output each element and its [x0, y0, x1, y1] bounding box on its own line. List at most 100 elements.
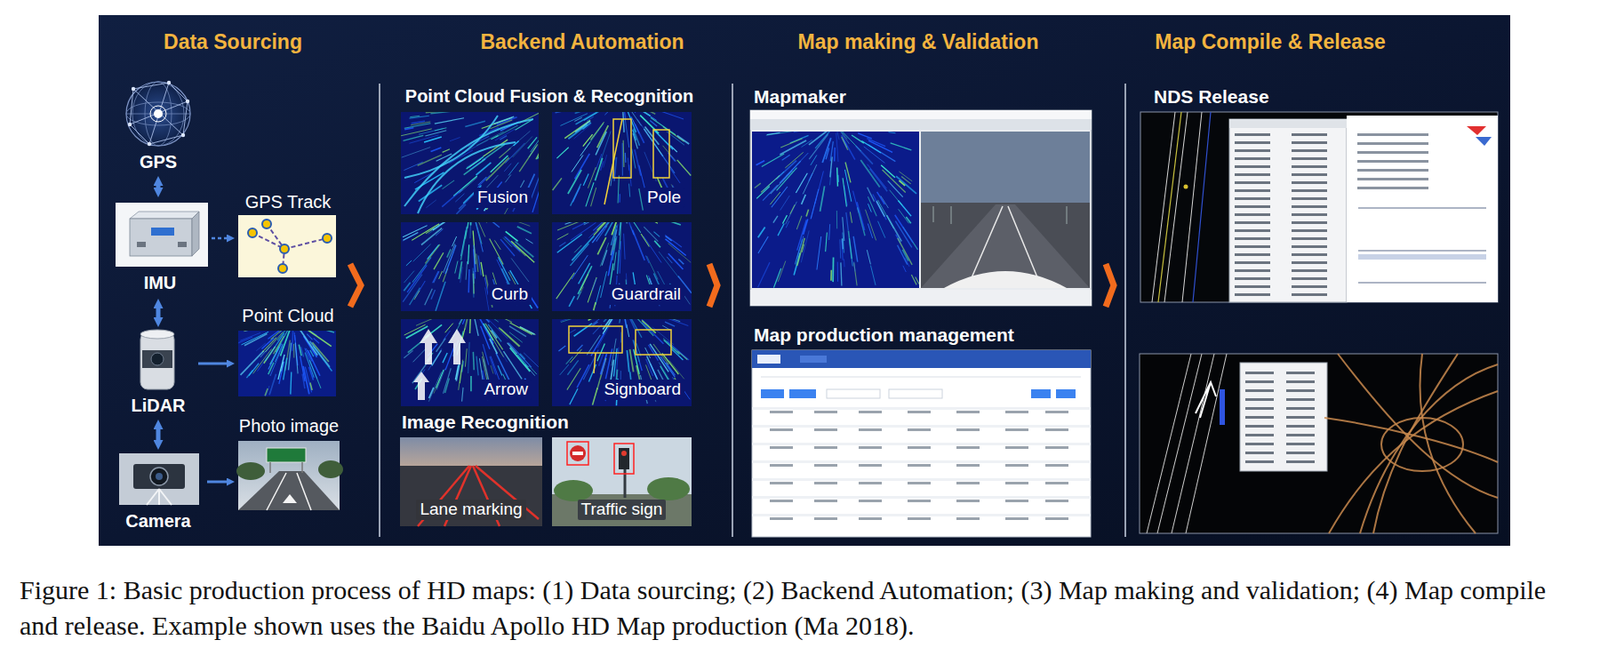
ui-placeholder	[1045, 464, 1069, 467]
point-cloud-texture	[825, 232, 828, 253]
nds-release-screenshot	[1158, 112, 1182, 303]
ui-placeholder	[1005, 481, 1029, 485]
gps-track-thumbnail	[252, 224, 328, 269]
point-cloud-texture	[868, 140, 893, 152]
point-cloud-texture	[816, 236, 822, 271]
ui-placeholder	[769, 446, 793, 449]
point-cloud-texture	[848, 230, 852, 259]
point-cloud-texture	[624, 152, 627, 163]
point-cloud-texture	[430, 112, 464, 114]
point-cloud-texture	[880, 195, 889, 208]
ui-placeholder	[1291, 141, 1328, 144]
point-cloud-texture	[853, 236, 858, 263]
point-cloud-texture	[519, 144, 538, 172]
nds-map-screenshot	[1195, 382, 1216, 418]
point-cloud-texture	[888, 132, 896, 134]
point-cloud-texture	[649, 344, 669, 373]
point-cloud-texture	[569, 388, 578, 405]
point-cloud-texture	[442, 180, 456, 190]
point-cloud-texture	[677, 160, 692, 176]
point-cloud-texture	[402, 274, 423, 303]
point-cloud-texture	[402, 222, 538, 312]
lidar-sensor-photo	[140, 329, 175, 339]
screenshot-panel: Map production management	[746, 321, 1096, 541]
point-cloud-texture	[576, 364, 590, 388]
tile-label: Lane marking	[416, 499, 526, 520]
ui-placeholder	[956, 446, 980, 449]
point-cloud-texture	[525, 239, 533, 244]
point-cloud-texture	[870, 265, 876, 286]
stage-heading: Data Sourcing	[126, 30, 340, 56]
recognition-tile-image	[552, 112, 692, 215]
point-cloud-texture	[568, 124, 587, 139]
ui-placeholder	[1357, 133, 1429, 136]
traffic-sign-photo	[552, 437, 692, 527]
ui-placeholder	[858, 428, 882, 432]
ui-placeholder	[858, 481, 882, 485]
point-cloud-texture	[841, 240, 843, 260]
ui-placeholder	[1291, 205, 1328, 208]
point-cloud-texture	[592, 222, 613, 243]
ui-placeholder	[1234, 149, 1271, 152]
point-cloud-texture	[560, 319, 587, 323]
point-cloud-texture	[497, 365, 503, 376]
point-cloud-texture	[403, 319, 538, 402]
point-cloud-texture	[307, 350, 320, 376]
point-cloud-texture	[424, 136, 442, 143]
gps-track-thumbnail	[278, 264, 288, 273]
stage-column: MapmakerMap production managementMap mak…	[724, 26, 1104, 544]
point-cloud-texture	[486, 175, 499, 189]
point-cloud-texture	[243, 330, 277, 332]
point-cloud-texture	[678, 259, 684, 265]
tile-label: Signboard	[600, 379, 685, 400]
point-cloud-texture	[443, 368, 452, 394]
ui-placeholder	[1234, 277, 1271, 280]
ui-placeholder	[907, 517, 931, 520]
point-cloud-texture	[860, 160, 880, 187]
lidar-sensor-photo	[151, 352, 164, 366]
data-flow-arrow	[211, 237, 227, 240]
point-cloud-texture	[445, 377, 450, 393]
point-cloud-texture	[557, 234, 583, 254]
ui-placeholder	[1234, 221, 1271, 224]
point-cloud-texture	[836, 133, 839, 162]
ui-placeholder	[752, 407, 1091, 410]
recognition-tile: Arrow	[400, 319, 539, 407]
point-cloud-texture	[806, 209, 808, 217]
point-cloud-texture	[851, 135, 864, 144]
point-cloud-texture	[303, 366, 310, 395]
data-thumbnail: Photo image	[234, 414, 344, 514]
point-cloud-texture	[832, 131, 849, 144]
imu-device-photo	[129, 211, 200, 219]
road-photo-thumbnail	[269, 462, 272, 473]
point-cloud-texture	[575, 112, 605, 113]
point-cloud-texture	[507, 222, 530, 226]
point-cloud-texture	[625, 222, 634, 235]
stage-heading: Map making & Validation	[740, 30, 1096, 56]
ui-placeholder	[1234, 157, 1271, 160]
point-cloud-texture	[595, 285, 601, 305]
nds-map-screenshot	[1146, 353, 1227, 534]
point-cloud-texture	[758, 227, 766, 239]
point-cloud-texture	[660, 356, 675, 377]
point-cloud-texture	[556, 222, 692, 311]
ui-placeholder	[1291, 277, 1328, 280]
point-cloud-texture	[469, 222, 472, 239]
point-cloud-texture	[584, 123, 604, 151]
stage-column: NDS ReleaseMap Compile & Release	[1120, 26, 1504, 544]
ui-placeholder	[752, 442, 1091, 446]
point-cloud-texture	[443, 243, 456, 272]
point-cloud-texture	[797, 238, 806, 266]
point-cloud-texture	[403, 282, 410, 291]
point-cloud-texture	[507, 343, 518, 354]
point-cloud-texture	[830, 270, 832, 281]
gps-globe-icon	[128, 122, 132, 127]
point-cloud-texture	[306, 334, 312, 341]
ui-placeholder	[1234, 189, 1271, 192]
tile-group: FusionPoleCurbGuardrailArrowSignboardPoi…	[391, 81, 708, 409]
point-cloud-texture	[293, 344, 295, 359]
point-cloud-texture	[478, 255, 481, 275]
recognition-tile-image	[400, 222, 539, 312]
point-cloud-texture	[664, 239, 686, 256]
mapmaker-screenshot	[920, 202, 1090, 288]
